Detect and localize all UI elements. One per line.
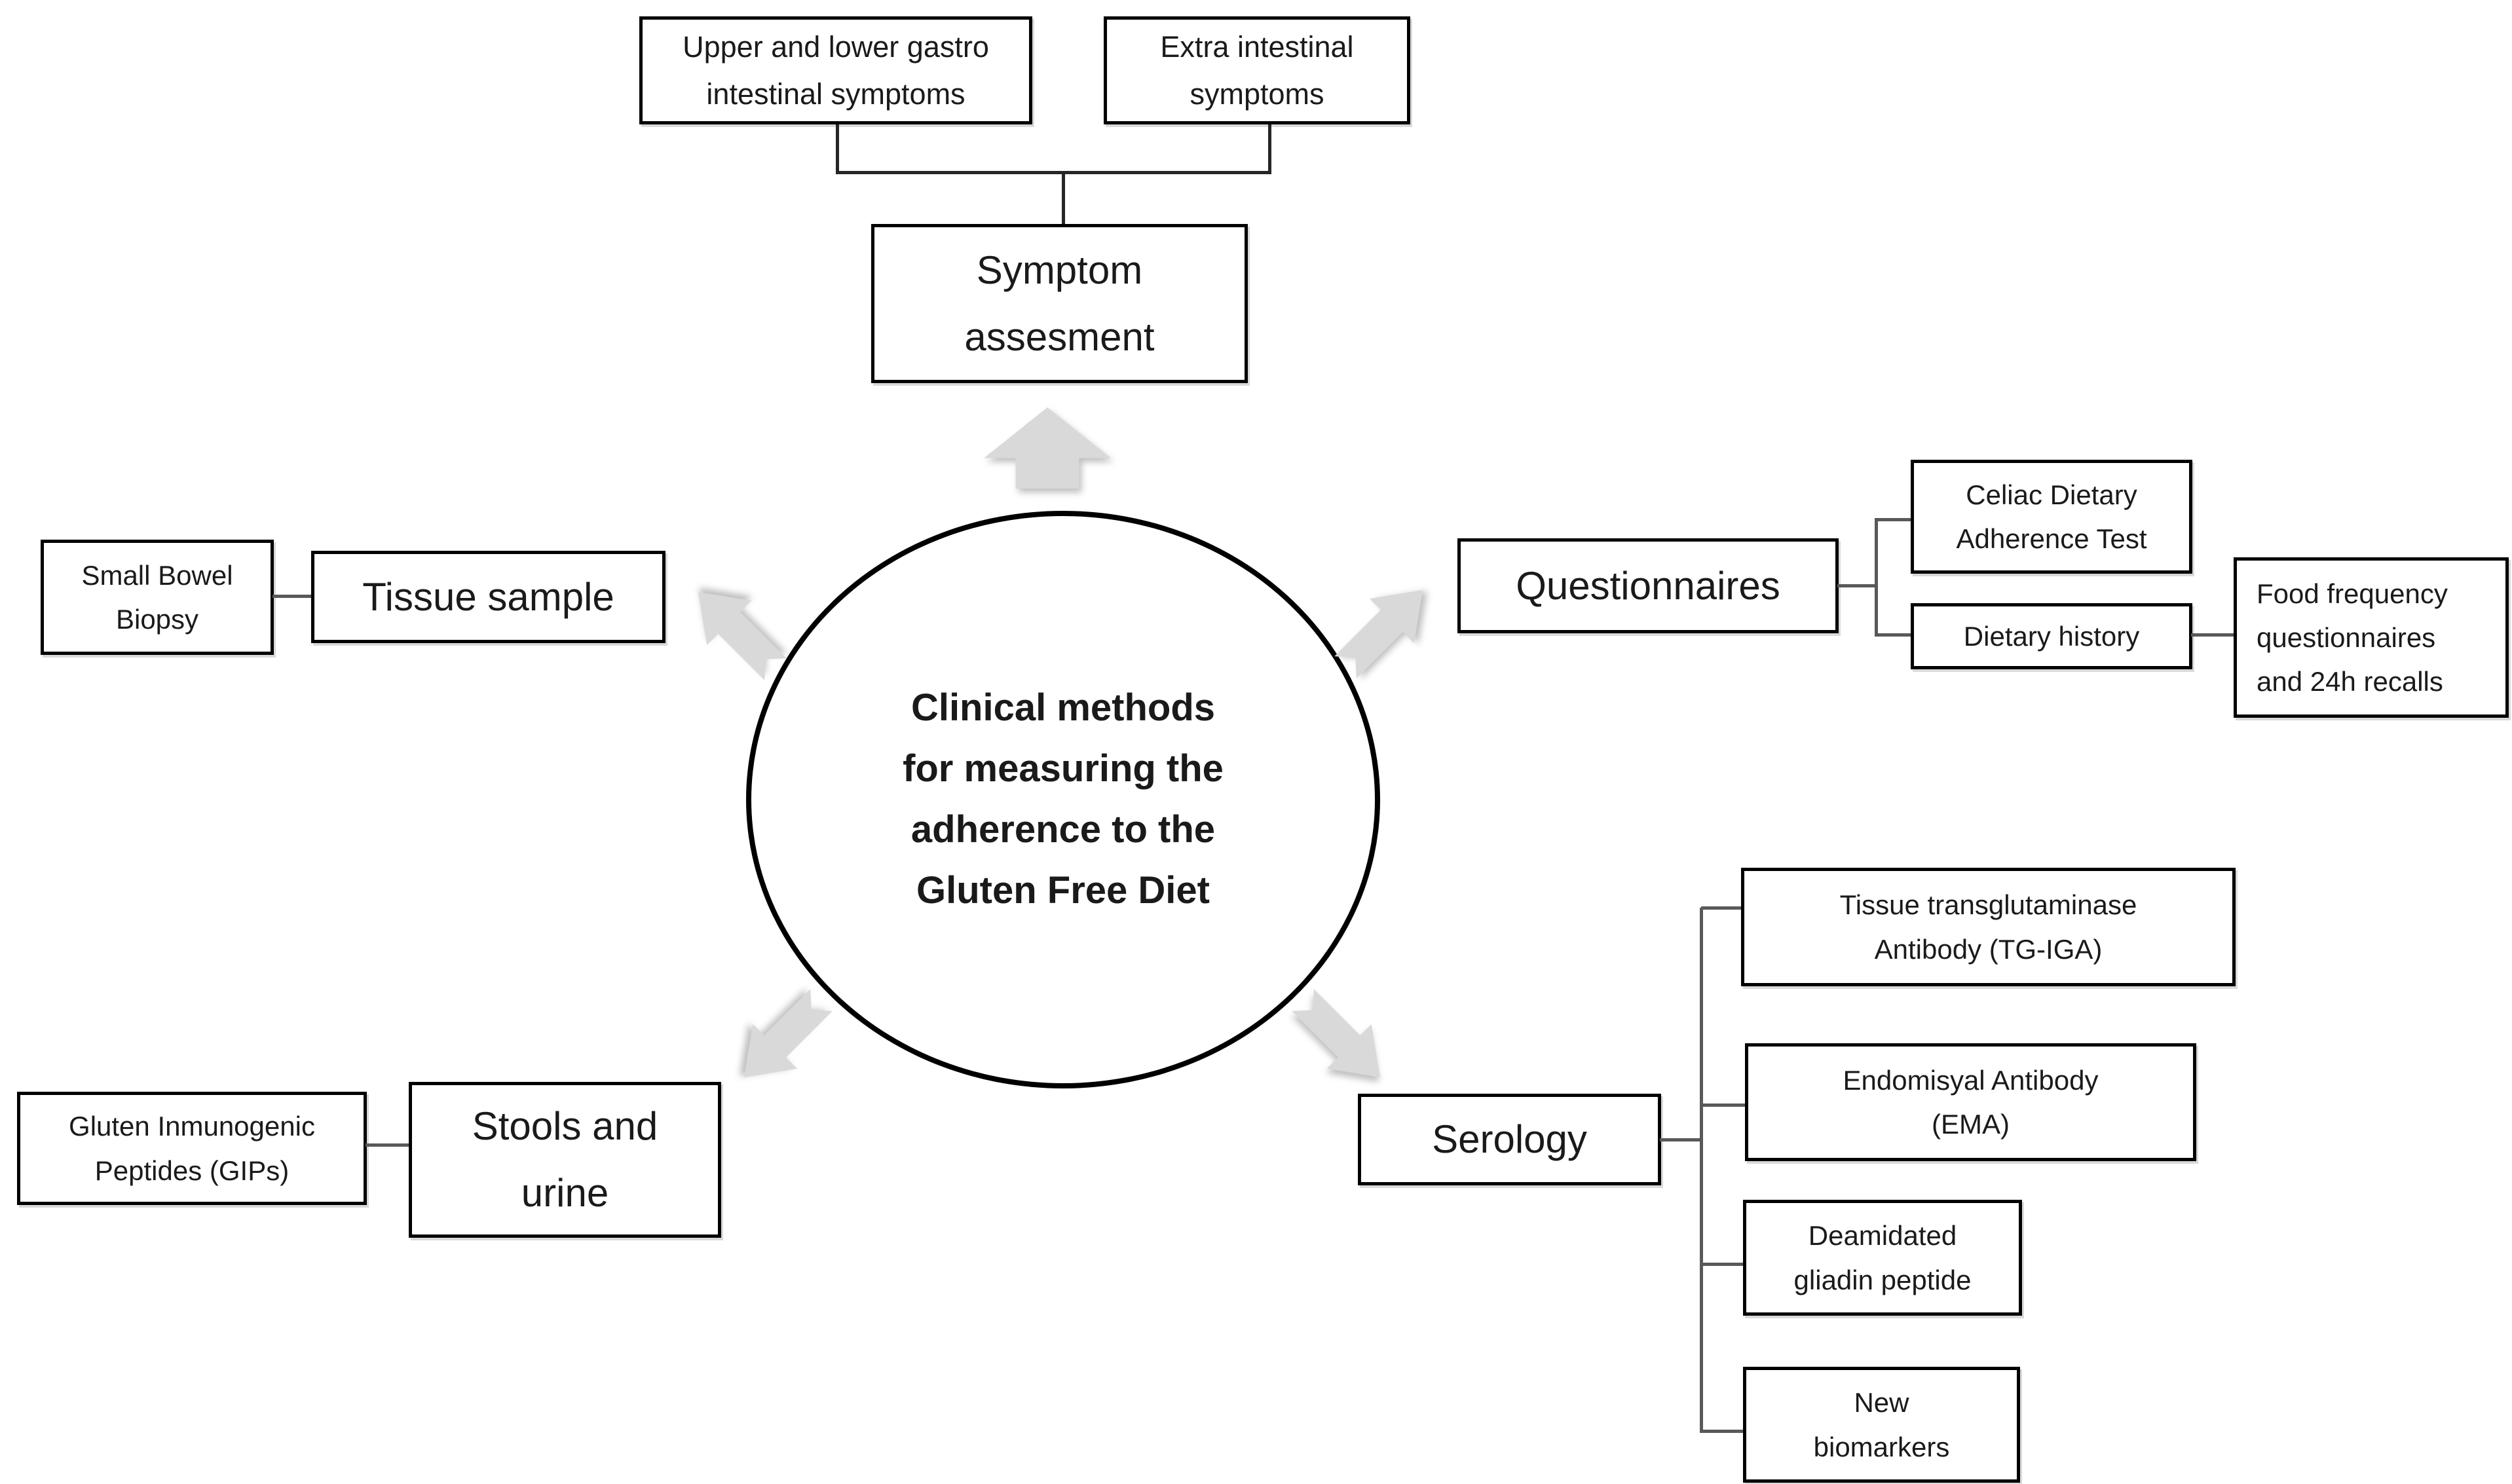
connector-questionnaires-trunk bbox=[1875, 518, 1878, 637]
connector-symptom-vertical bbox=[1062, 171, 1065, 225]
block-arrow-lower-right-icon bbox=[1280, 977, 1403, 1100]
block-arrow-up-icon bbox=[984, 407, 1111, 489]
central-topic-circle: Clinical methods for measuring the adher… bbox=[746, 511, 1380, 1088]
node-upper-gastro-label: Upper and lower gastro intestinal sympto… bbox=[683, 29, 989, 111]
node-serology-label: Serology bbox=[1432, 1117, 1587, 1161]
node-gips-box: Gluten Inmunogenic Peptides (GIPs) bbox=[17, 1092, 367, 1205]
connector-extra-intestinal-stub bbox=[1268, 124, 1271, 174]
node-celiac-adherence-test-label: Celiac Dietary Adherence Test bbox=[1956, 479, 2147, 554]
node-upper-gastro-box: Upper and lower gastro intestinal sympto… bbox=[639, 16, 1032, 124]
connector-serology-stub bbox=[1660, 1138, 1702, 1141]
connector-tgiga-stub bbox=[1701, 906, 1741, 910]
node-food-frequency-label: Food frequency questionnaires and 24h re… bbox=[2257, 578, 2448, 697]
node-tissue-transglutaminase-label: Tissue transglutaminase Antibody (TG-IGA… bbox=[1839, 889, 2137, 965]
node-new-biomarkers-box: New biomarkers bbox=[1743, 1367, 2020, 1483]
node-gips-label: Gluten Inmunogenic Peptides (GIPs) bbox=[69, 1111, 315, 1186]
connector-biopsy-tissue bbox=[272, 595, 312, 598]
connector-new-biomarkers-stub bbox=[1701, 1430, 1743, 1433]
node-tissue-sample-box: Tissue sample bbox=[311, 551, 665, 643]
node-small-bowel-biopsy-label: Small Bowel Biopsy bbox=[81, 559, 233, 635]
connector-serology-trunk bbox=[1700, 908, 1703, 1433]
node-tissue-transglutaminase-box: Tissue transglutaminase Antibody (TG-IGA… bbox=[1741, 868, 2236, 986]
node-symptom-assessment-box: Symptom assesment bbox=[871, 224, 1248, 383]
connector-celiac-stub bbox=[1875, 518, 1912, 521]
node-stools-urine-label: Stools and urine bbox=[472, 1104, 658, 1215]
connector-questionnaires-stub bbox=[1837, 584, 1877, 587]
node-small-bowel-biopsy-box: Small Bowel Biopsy bbox=[41, 540, 274, 655]
central-topic-label: Clinical methods for measuring the adher… bbox=[903, 686, 1224, 912]
connector-dietary-foodfreq bbox=[2191, 633, 2235, 637]
node-celiac-adherence-test-box: Celiac Dietary Adherence Test bbox=[1911, 460, 2192, 574]
node-food-frequency-box: Food frequency questionnaires and 24h re… bbox=[2234, 557, 2509, 718]
node-stools-urine-box: Stools and urine bbox=[409, 1082, 721, 1238]
block-arrow-upper-left-icon bbox=[675, 569, 798, 692]
connector-symptom-horizontal bbox=[836, 171, 1271, 174]
node-endomisyal-antibody-box: Endomisyal Antibody (EMA) bbox=[1745, 1043, 2196, 1161]
connector-deamidated-stub bbox=[1701, 1263, 1743, 1266]
node-questionnaires-box: Questionnaires bbox=[1457, 538, 1839, 633]
connector-dietary-stub bbox=[1875, 633, 1912, 637]
node-dietary-history-label: Dietary history bbox=[1963, 620, 2140, 652]
node-tissue-sample-label: Tissue sample bbox=[362, 574, 614, 619]
node-extra-intestinal-label: Extra intestinal symptoms bbox=[1160, 29, 1354, 111]
node-endomisyal-antibody-label: Endomisyal Antibody (EMA) bbox=[1843, 1064, 2099, 1140]
node-deamidated-gliadin-label: Deamidated gliadin peptide bbox=[1793, 1220, 1972, 1295]
node-deamidated-gliadin-box: Deamidated gliadin peptide bbox=[1743, 1200, 2022, 1316]
node-serology-box: Serology bbox=[1358, 1094, 1661, 1185]
connector-ema-stub bbox=[1701, 1104, 1745, 1107]
connector-gips-stools bbox=[366, 1143, 410, 1147]
node-symptom-assessment-label: Symptom assesment bbox=[964, 248, 1155, 359]
node-questionnaires-label: Questionnaires bbox=[1516, 563, 1780, 608]
node-new-biomarkers-label: New biomarkers bbox=[1813, 1387, 1950, 1462]
connector-upper-gastro-stub bbox=[836, 124, 839, 174]
block-arrow-upper-right-icon bbox=[1322, 567, 1446, 690]
node-extra-intestinal-box: Extra intestinal symptoms bbox=[1104, 16, 1410, 124]
node-dietary-history-box: Dietary history bbox=[1911, 603, 2192, 669]
block-arrow-lower-left-icon bbox=[721, 977, 844, 1100]
